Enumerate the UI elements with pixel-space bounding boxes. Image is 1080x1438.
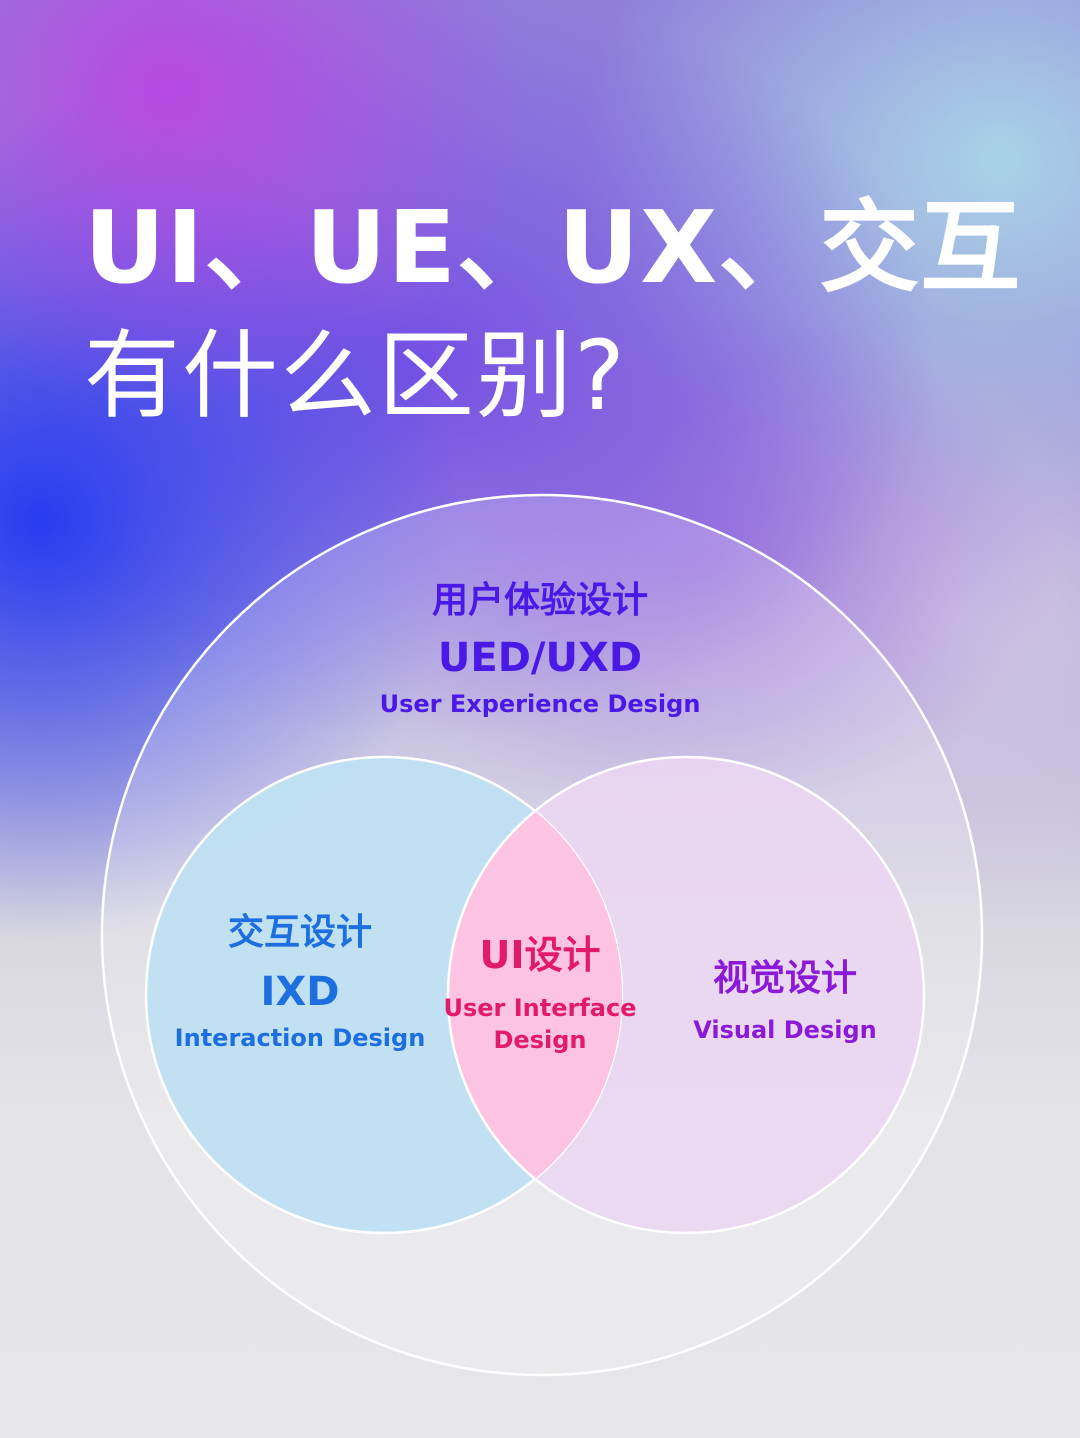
ixd-abbreviation: IXD <box>260 969 340 1015</box>
ixd-name-en: Interaction Design <box>174 1024 426 1052</box>
ixd-name-cn: 交互设计 <box>227 912 372 953</box>
ued-abbreviation: UED/UXD <box>437 635 643 681</box>
ued-name-en: User Experience Design <box>379 690 701 718</box>
overlap-ui-design <box>446 757 622 1233</box>
ui-name-cn: UI设计 <box>479 933 601 977</box>
page-subtitle: 有什么区别? <box>84 320 627 432</box>
ui-name-en: User Interface Design <box>443 994 637 1054</box>
page-title: UI、UE、UX、交互 <box>84 189 1022 306</box>
ued-name-cn: 用户体验设计 <box>431 580 648 621</box>
visual-name-cn: 视觉设计 <box>712 958 857 999</box>
visual-name-en: Visual Design <box>693 1016 877 1044</box>
